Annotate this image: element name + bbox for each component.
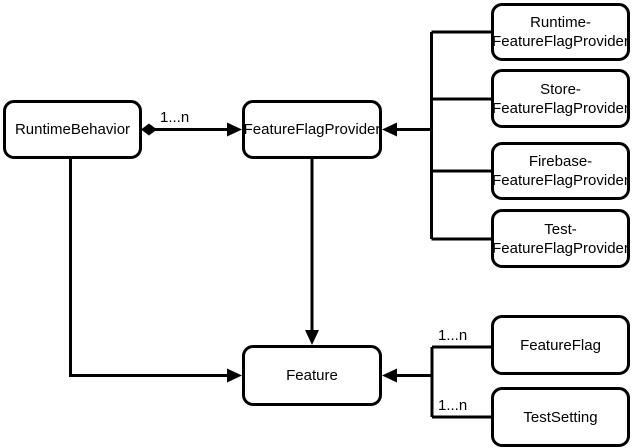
edge-label-testsetting-feature: 1...n [438,397,468,414]
node-store-feature-flag-provider: Store- FeatureFlagProvider [491,69,630,128]
node-label-line1: Test- [544,220,577,238]
node-label: TestSetting [523,408,598,426]
node-test-feature-flag-provider: Test- FeatureFlagProvider [491,209,630,268]
node-label: FeatureFlag [520,336,601,354]
edge-label-featureflag-feature: 1...n [438,327,468,344]
arrowhead-right [227,368,242,383]
node-firebase-feature-flag-provider: Firebase- FeatureFlagProvider [491,142,630,200]
node-label: FeatureFlagProvider [243,121,381,138]
node-test-setting: TestSetting [491,387,630,447]
node-label-line1: Runtime- [530,14,591,31]
node-feature-flag-provider: FeatureFlagProvider [242,100,382,159]
node-label-line2: FeatureFlagProvider [492,172,629,189]
node-label: RuntimeBehavior [14,121,131,138]
edge-label-runtimebehavior-provider: 1...n [160,109,190,126]
node-label-line1: Firebase- [528,153,593,170]
node-runtime-behavior: RuntimeBehavior [3,100,142,159]
diamond-marker [141,123,157,136]
node-label-line2: FeatureFlagProvider [492,239,629,257]
edge-runtimebehavior-to-feature [69,159,242,383]
node-label-line2: FeatureFlagProvider [492,33,629,50]
edge-runtimebehavior-to-featureflagprovider [141,122,242,137]
arrowhead-down [305,330,319,345]
node-label-line1: Store- [540,80,581,98]
arrowhead-right [227,122,242,137]
node-runtime-feature-flag-provider: Runtime- FeatureFlagProvider [491,3,630,61]
edge-flags-trunk-to-feature [382,345,491,419]
edge-subclasses-trunk [382,30,491,241]
arrowhead-left [382,368,397,383]
node-label-line2: FeatureFlagProvider [492,99,629,117]
edge-featureflagprovider-to-feature [305,158,319,345]
node-label: Feature [286,367,338,384]
node-feature-flag: FeatureFlag [491,315,630,375]
arrowhead-left [382,122,397,137]
node-feature: Feature [242,345,382,406]
